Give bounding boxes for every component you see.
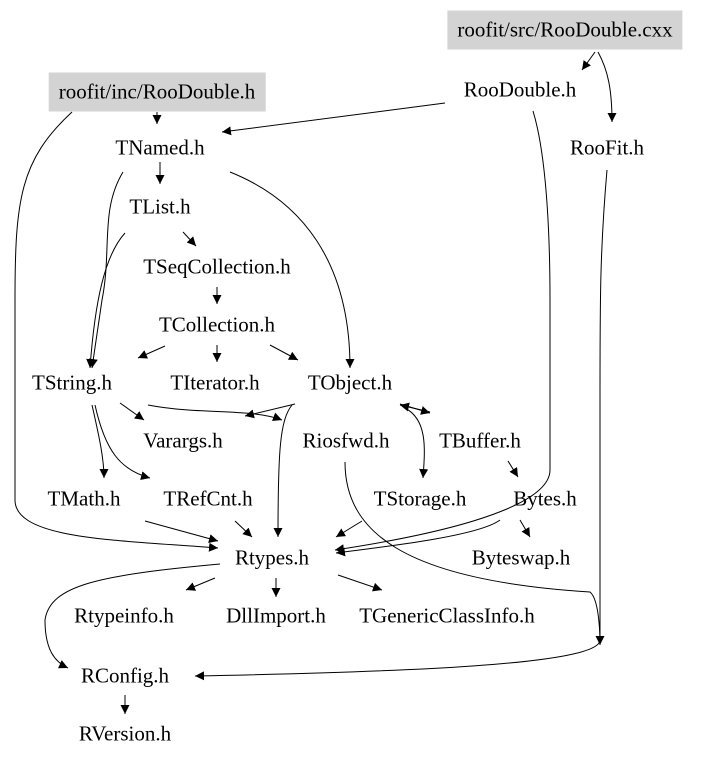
- edge-RooDouble-to-TNamed: [221, 102, 446, 136]
- edge-TBuffer-to-TObject: [399, 402, 431, 413]
- node-cxx[interactable]: roofit/src/RooDouble.cxx: [447, 10, 683, 50]
- edge-TString-to-TMath: [91, 404, 109, 479]
- edge-TStorage-to-Rtypes: [335, 520, 363, 538]
- node-TObject[interactable]: TObject.h: [307, 370, 393, 395]
- edge-TString-to-Varargs: [119, 402, 145, 421]
- edge-TCollection-to-TObject: [269, 344, 299, 361]
- edge-TString-to-TRefCnt: [94, 404, 151, 481]
- edge-TCollection-to-TString: [137, 345, 166, 359]
- node-RConfig[interactable]: RConfig.h: [80, 663, 170, 688]
- node-TSeqCollection[interactable]: TSeqCollection.h: [143, 254, 291, 279]
- node-TList[interactable]: TList.h: [129, 194, 191, 219]
- edge-TList-to-TString: [86, 232, 126, 369]
- node-Bytes[interactable]: Bytes.h: [513, 486, 577, 511]
- edge-TString-to-Riosfwd: [147, 404, 283, 422]
- node-TString[interactable]: TString.h: [32, 370, 112, 395]
- node-TGenericClassInfo[interactable]: TGenericClassInfo.h: [359, 603, 535, 628]
- node-Rtypes[interactable]: Rtypes.h: [234, 545, 310, 570]
- node-TStorage[interactable]: TStorage.h: [373, 486, 467, 511]
- edge-TObject-to-Rtypes: [273, 404, 293, 538]
- edge-cxx-to-RooDouble: [581, 51, 596, 71]
- edge-TNamed-to-TObject: [229, 171, 355, 369]
- node-RooFit[interactable]: RooFit.h: [569, 135, 645, 160]
- edge-TBuffer-to-Bytes: [507, 460, 519, 478]
- edge-TNamed-to-TString: [88, 171, 124, 369]
- node-Varargs[interactable]: Varargs.h: [143, 428, 223, 453]
- node-TRefCnt[interactable]: TRefCnt.h: [163, 486, 253, 511]
- edge-cxx-to-RooFit: [597, 51, 617, 123]
- edge-TList-to-TSeqCollection: [182, 231, 197, 247]
- edge-TObject-to-Varargs: [244, 403, 296, 419]
- node-Byteswap[interactable]: Byteswap.h: [471, 545, 571, 570]
- edge-Rtypes-to-Rtypeinfo: [185, 577, 216, 591]
- edge-TRefCnt-to-Rtypes: [234, 520, 253, 538]
- node-TBuffer[interactable]: TBuffer.h: [439, 428, 521, 453]
- edge-RooFit-to-RConfig: [194, 169, 608, 681]
- edge-Bytes-to-Rtypes: [335, 519, 501, 557]
- edge-Rtypes-to-RConfig: [44, 563, 221, 669]
- node-TCollection[interactable]: TCollection.h: [158, 312, 276, 337]
- node-RooDouble[interactable]: RooDouble.h: [463, 77, 577, 102]
- node-DllImport[interactable]: DllImport.h: [226, 603, 326, 628]
- edge-TObject-to-TStorage: [404, 407, 429, 479]
- node-Rtypeinfo[interactable]: Rtypeinfo.h: [74, 603, 174, 628]
- node-TMath[interactable]: TMath.h: [47, 486, 121, 511]
- edge-inc-to-Rtypes: [14, 111, 219, 552]
- edge-Riosfwd-to-RConfig: [344, 461, 605, 646]
- edge-Rtypes-to-TGenericClassInfo: [337, 574, 383, 592]
- node-Riosfwd[interactable]: Riosfwd.h: [302, 428, 390, 453]
- edge-RooDouble-to-Rtypes: [334, 110, 551, 554]
- edge-Bytes-to-Byteswap: [519, 519, 531, 538]
- edge-TMath-to-Rtypes: [144, 520, 219, 543]
- node-RVersion[interactable]: RVersion.h: [78, 721, 172, 746]
- node-inc[interactable]: roofit/inc/RooDouble.h: [48, 72, 266, 112]
- node-TIterator[interactable]: TIterator.h: [170, 370, 260, 395]
- node-TNamed[interactable]: TNamed.h: [115, 135, 205, 160]
